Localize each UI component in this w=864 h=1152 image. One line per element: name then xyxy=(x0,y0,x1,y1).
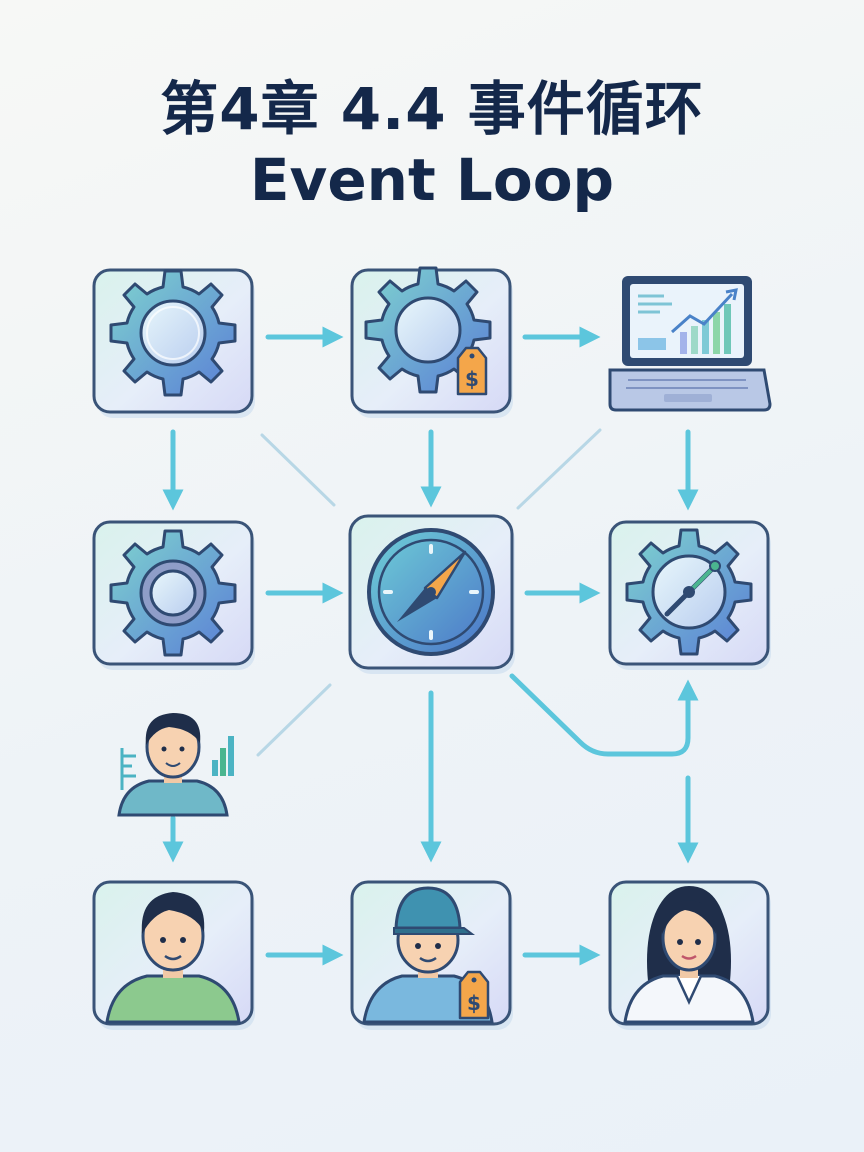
price-tag-icon xyxy=(458,970,490,1020)
title-line-2: Event Loop xyxy=(249,146,615,214)
node-compass-center xyxy=(348,514,515,674)
node-laptop-chart xyxy=(608,276,772,412)
person-woman-icon xyxy=(623,886,755,1024)
person-cap-icon xyxy=(362,886,494,1024)
diagonal-connectors xyxy=(256,428,602,757)
laptop-chart-icon xyxy=(608,276,772,412)
gear-compass-icon xyxy=(625,528,753,656)
person-icon xyxy=(117,713,229,817)
node-gear-top-left xyxy=(92,268,255,418)
gear-icon xyxy=(109,529,237,657)
node-gear-price xyxy=(350,266,513,418)
price-tag-icon xyxy=(456,346,488,396)
ruler-marks-icon xyxy=(120,748,136,790)
node-person-man xyxy=(92,880,255,1030)
gear-icon xyxy=(109,269,237,397)
title-line-1: 第4章 4.4 事件循环 xyxy=(160,75,704,143)
node-person-measure xyxy=(117,713,234,817)
flow-arrows xyxy=(162,326,699,966)
arrow-curve-loop xyxy=(509,673,699,757)
gear-icon xyxy=(364,266,492,394)
node-gear-ring xyxy=(92,520,255,670)
node-gear-compass xyxy=(608,520,771,670)
compass-icon xyxy=(367,528,495,656)
node-person-cap xyxy=(350,880,513,1030)
bar-marks-icon xyxy=(212,736,234,776)
node-person-woman xyxy=(608,880,771,1030)
person-icon xyxy=(105,892,241,1024)
